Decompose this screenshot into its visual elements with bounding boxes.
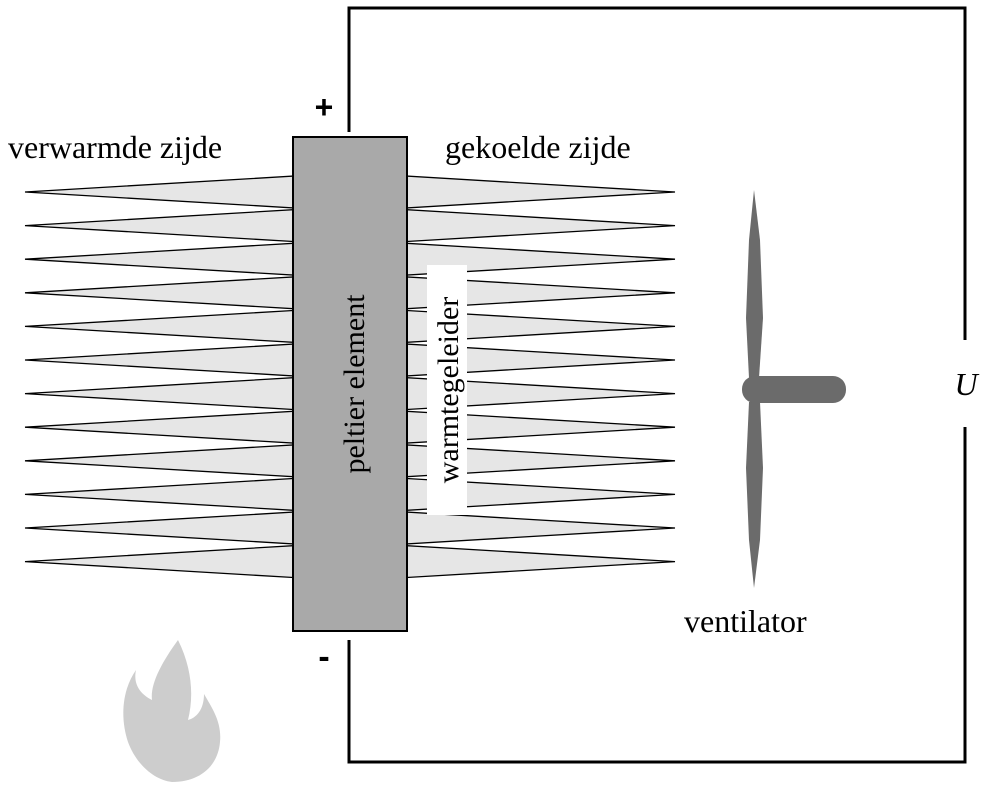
peltier-label: peltier element [338, 294, 371, 474]
heated-side-fins [24, 175, 296, 579]
heat-conductor-label-bg [427, 265, 467, 515]
heated-fin [24, 511, 296, 545]
fan-label: ventilator [684, 603, 807, 639]
heated-fin [24, 544, 296, 579]
heated-side-label: verwarmde zijde [8, 129, 222, 165]
heated-fin [24, 175, 296, 209]
cooled-fin [404, 511, 676, 545]
cooled-fin [404, 208, 676, 243]
cooled-side-fins [404, 175, 676, 579]
cooled-side-label: gekoelde zijde [445, 129, 631, 165]
heat-conductor-label: warmtegeleider [432, 297, 465, 484]
circuit-wire [347, 6, 967, 764]
fan-icon [742, 190, 846, 588]
voltage-label: U [954, 366, 979, 402]
heated-fin [24, 309, 296, 344]
heated-fin [24, 376, 296, 411]
cooled-fin [404, 175, 676, 209]
heated-fin [24, 477, 296, 512]
peltier-element [292, 136, 408, 632]
heated-fin [24, 242, 296, 276]
heated-fin [24, 410, 296, 444]
minus-terminal: - [318, 638, 329, 676]
heated-fin [24, 276, 296, 310]
flame-icon [123, 640, 221, 782]
heated-fin [24, 208, 296, 243]
cooled-fin [404, 544, 676, 579]
plus-terminal: + [315, 89, 334, 125]
heated-fin [24, 444, 296, 478]
heated-fin [24, 343, 296, 377]
